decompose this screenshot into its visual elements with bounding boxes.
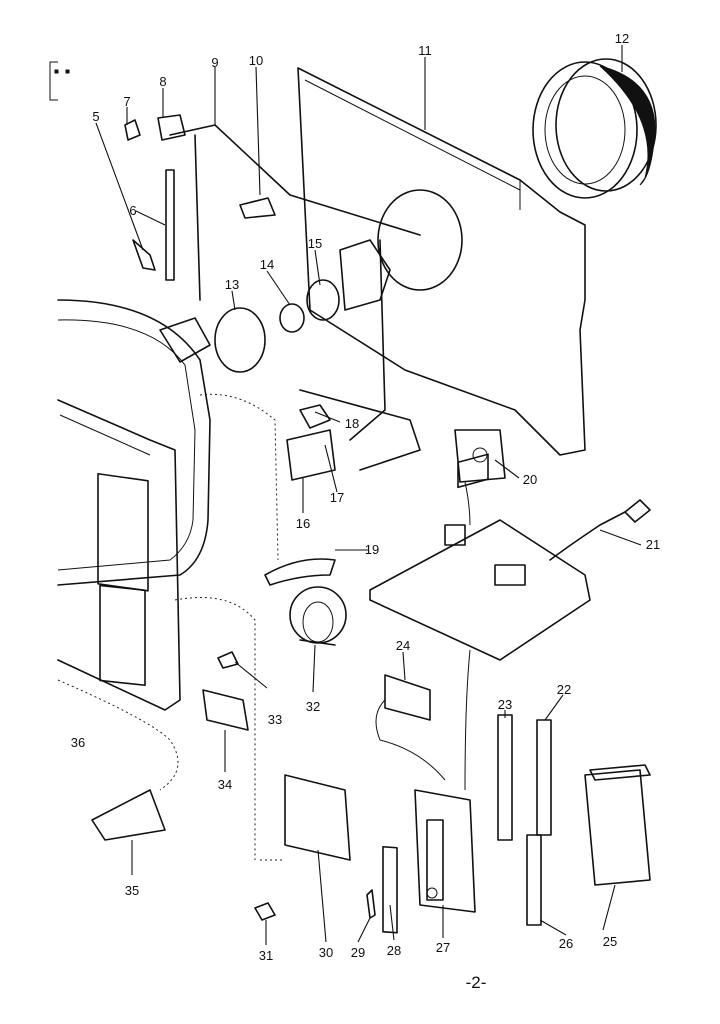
callout-18: 18 (345, 416, 359, 431)
callout-36: 36 (71, 735, 85, 750)
callout-34: 34 (218, 777, 232, 792)
callout-22: 22 (557, 682, 571, 697)
callout-16: 16 (296, 516, 310, 531)
callout-15: 15 (308, 236, 322, 251)
callout-24: 24 (396, 638, 410, 653)
fuse-holder (454, 429, 506, 526)
callout-33: 33 (268, 712, 282, 727)
front-controls (254, 774, 398, 934)
control-board (414, 789, 476, 913)
callout-12: 12 (615, 31, 629, 46)
front-cabinet (57, 399, 181, 711)
callout-19: 19 (365, 542, 379, 557)
main-board (369, 453, 591, 661)
clips-group (286, 404, 336, 481)
power-cord (549, 499, 651, 561)
bracket-24 (375, 674, 446, 781)
callout-5: 5 (92, 109, 99, 124)
leader-lines (95, 45, 642, 945)
callout-28: 28 (387, 943, 401, 958)
callout-26: 26 (559, 936, 573, 951)
chassis-frame (169, 124, 421, 471)
callout-21: 21 (646, 537, 660, 552)
speaker (289, 586, 347, 646)
strips-and-tuner (497, 714, 651, 926)
small-brackets (124, 114, 276, 281)
callout-8: 8 (159, 74, 166, 89)
callout-25: 25 (603, 934, 617, 949)
callout-10: 10 (249, 53, 263, 68)
callout-9: 9 (211, 55, 218, 70)
callout-30: 30 (319, 945, 333, 960)
callout-31: 31 (259, 948, 273, 963)
misc-parts (57, 651, 249, 841)
callout-23: 23 (498, 697, 512, 712)
callout-14: 14 (260, 257, 274, 272)
speaker-ring (532, 58, 657, 199)
corner-mark (49, 61, 70, 101)
callout-27: 27 (436, 940, 450, 955)
callout-6: 6 (129, 203, 136, 218)
callout-13: 13 (225, 277, 239, 292)
crt-tube (57, 189, 463, 586)
callout-7: 7 (123, 94, 130, 109)
callout-11: 11 (418, 43, 432, 58)
callout-labels: 8 9 10 11 12 7 5 6 13 14 15 18 16 17 20 … (71, 31, 660, 963)
page-number: -2- (466, 973, 487, 992)
wiring-paths (174, 597, 471, 861)
callout-32: 32 (306, 699, 320, 714)
harness-clip (264, 558, 336, 586)
callout-20: 20 (523, 472, 537, 487)
callout-29: 29 (351, 945, 365, 960)
callout-17: 17 (330, 490, 344, 505)
callout-35: 35 (125, 883, 139, 898)
rear-panel (297, 67, 586, 456)
yoke-assembly (159, 239, 391, 373)
